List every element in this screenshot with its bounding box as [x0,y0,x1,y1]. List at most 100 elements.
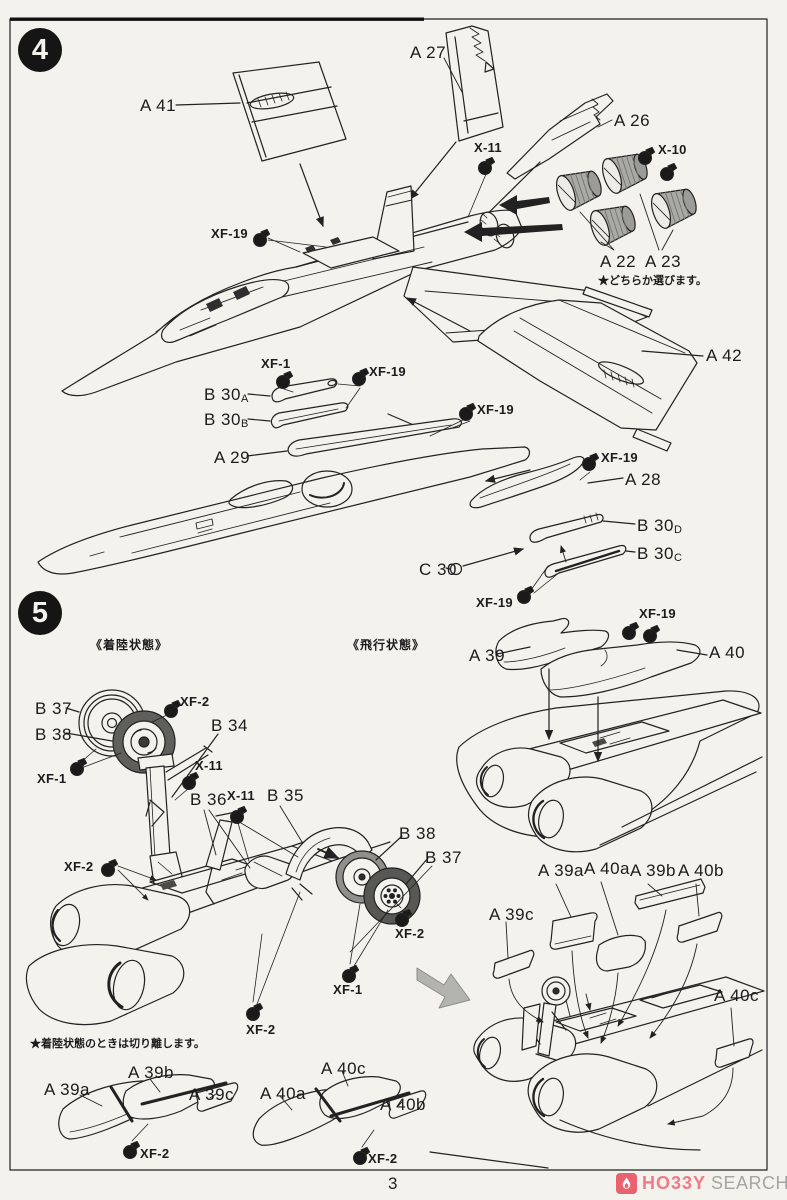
hobby-search-watermark: HO33Y SEARCH [616,1173,787,1194]
part-label: A 39b [630,861,676,880]
paint-icon [164,699,182,719]
paint-label: XF-19 [369,364,406,379]
paint-icon [246,1002,264,1022]
part-label: A 40c [714,986,760,1005]
paint-icon [352,367,370,386]
state-heading: 《着陸状態》 [90,638,169,652]
paint-icon [459,402,477,421]
step5-main-wheels-art [335,835,433,967]
paint-label: X-11 [474,140,502,155]
part-label: B 37 [35,699,72,718]
paint-label: XF-2 [368,1151,398,1166]
part-label: B 30A [204,385,249,405]
a39-door-assembly-art [58,1074,239,1142]
paint-icon [182,771,200,791]
part-label: A 39a [44,1080,90,1099]
paint-icon [100,858,119,878]
part-label: B 30D [637,516,682,536]
paint-label: XF-1 [333,982,363,997]
paint-label: XF-19 [601,450,638,465]
part-label: C 30 [419,560,457,579]
step5-landing-state-art [429,878,765,1169]
part-a41-stabilator [175,61,347,228]
step-4-badge: 4 [18,28,62,72]
watermark-brand: HO33Y [642,1173,707,1193]
part-label: A 40a [584,859,630,878]
part-label: B 38 [35,725,72,744]
next-step-arrow [416,967,471,1009]
part-label: A 41 [140,96,177,115]
part-label: B 34 [211,716,248,735]
paint-label: XF-2 [180,694,210,709]
step5-left-fuselage-art [25,805,391,1026]
part-label: A 22 [600,252,637,271]
part-a27-fin [409,25,504,200]
part-label: B 35 [267,786,304,805]
part-a42-stabilator [405,297,704,452]
paint-icon [581,452,600,471]
part-label: B 37 [425,848,462,867]
paint-icon [621,621,640,641]
part-label: A 26 [614,111,651,130]
paint-label: XF-19 [477,402,514,417]
part-label: A 40a [260,1084,306,1103]
engine-nozzle-parts [464,147,701,251]
paint-icon [659,162,678,181]
part-label: A 39c [189,1085,235,1104]
part-b30a-b30b-rails [247,378,432,433]
part-a29-strake [246,418,471,457]
part-label: A 42 [706,346,743,365]
paint-icon [642,624,661,644]
part-label: A 40b [380,1095,426,1114]
watermark-brand-secondary: SEARCH [711,1173,787,1193]
part-label: A 29 [214,448,251,467]
assembly-arrow [499,195,550,215]
paint-label: XF-2 [64,859,94,874]
part-label: A 40 [709,643,746,662]
part-label: A 40b [678,861,724,880]
part-label: A 28 [625,470,662,489]
paint-icon [342,964,360,984]
paint-label: X-11 [227,788,255,803]
paint-icon [253,228,271,247]
part-label: A 39 [469,646,506,665]
paint-label: X-11 [195,758,223,773]
part-label: A 27 [410,43,447,62]
state-heading: 《飛行状態》 [347,638,426,652]
assembly-arrow [464,222,563,242]
instruction-note: ★着陸状態のときは切り離します。 [30,1038,205,1050]
part-label: A 39b [128,1063,174,1082]
part-label: A 39a [538,861,584,880]
part-label: B 38 [399,824,436,843]
step4-underside-aircraft-art [37,446,531,575]
paint-label: XF-19 [476,595,513,610]
paint-label: XF-2 [246,1022,276,1037]
step5-flight-state-art [456,617,763,853]
part-label: A 39c [489,905,535,924]
page-number: 3 [388,1174,398,1193]
part-label: B 30C [637,544,682,564]
paint-label: XF-19 [211,226,248,241]
paint-label: XF-19 [639,606,676,621]
part-label: A 23 [645,252,682,271]
part-b30c-b30d-c30 [445,512,636,594]
step-5-badge: 5 [18,591,62,635]
paint-label: X-10 [658,142,687,157]
paint-label: XF-1 [261,356,291,371]
hobby-search-flame-icon [616,1173,637,1194]
paint-icon [230,805,248,825]
a40-door-assembly-art [252,1070,427,1148]
paint-icon [637,146,656,165]
part-label: B 30B [204,410,249,430]
paint-label: XF-2 [140,1146,170,1161]
paint-icon [516,585,535,605]
paint-icon [478,156,496,175]
paint-icon [122,1140,141,1160]
paint-label: XF-1 [37,771,67,786]
part-label: B 36 [190,790,227,809]
part-label: A 40c [321,1059,367,1078]
paint-label: XF-2 [395,926,425,941]
instruction-note: ★どちらか選びます。 [598,275,707,287]
